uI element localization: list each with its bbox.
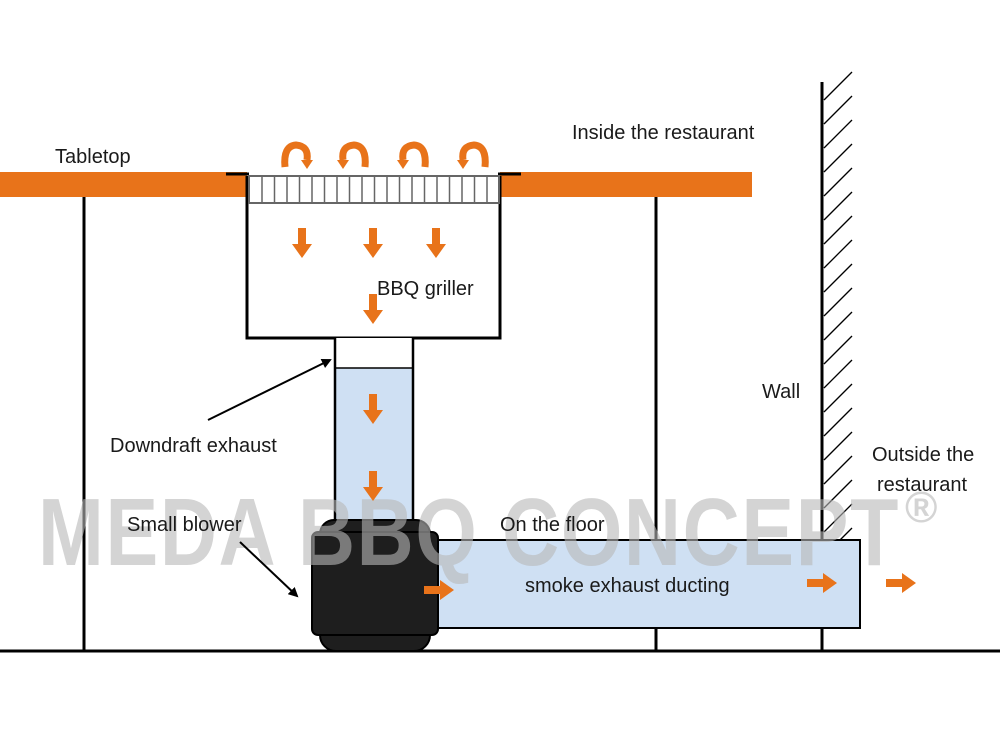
wall-hatch-line — [823, 503, 853, 533]
label-small-blower: Small blower — [127, 514, 242, 536]
grill-grate — [248, 175, 500, 204]
label-smoke-exhaust-ducting: smoke exhaust ducting — [525, 575, 730, 597]
smoke-exhaust-ducting — [419, 539, 861, 629]
wall-hatch-line — [823, 407, 853, 437]
curved-arrow-4 — [459, 141, 489, 168]
label-outside-line1: Outside the — [872, 444, 974, 466]
curved-arrow-heads — [301, 160, 469, 169]
wall-hatch-line — [823, 95, 853, 125]
wall-hatch-line — [823, 263, 853, 293]
label-outside-line2: restaurant — [877, 474, 967, 496]
wall-hatch-line — [823, 119, 853, 149]
small-blower — [311, 519, 439, 652]
flow-arrow-down — [363, 471, 383, 501]
flow-arrow-right — [886, 573, 916, 593]
watermark-text: MEDA BBQ CONCEPT — [38, 479, 900, 586]
label-downdraft-exhaust: Downdraft exhaust — [110, 435, 277, 457]
wall-hatch-line — [823, 239, 853, 269]
flow-arrow-right — [807, 573, 837, 593]
wall-hatch-line — [823, 431, 853, 461]
label-tabletop: Tabletop — [55, 146, 131, 168]
wall-hatch-line — [823, 479, 853, 509]
tabletop-left — [0, 172, 247, 197]
flow-arrow-right — [424, 580, 454, 600]
flow-arrow-down — [292, 228, 312, 258]
tabletop-right — [500, 172, 752, 197]
wall-hatch-line — [823, 287, 853, 317]
flow-arrow-down — [363, 228, 383, 258]
watermark-registered-mark: ® — [905, 483, 937, 532]
wall-hatch-line — [823, 215, 853, 245]
flow-arrows — [292, 228, 916, 600]
curved-arrow-3 — [399, 141, 429, 168]
wall-hatch-line — [823, 167, 853, 197]
label-inside-restaurant: Inside the restaurant — [572, 122, 755, 144]
wall-hatch-line — [823, 359, 853, 389]
wall-hatch-line — [823, 335, 853, 365]
curved-arrow-2 — [339, 141, 369, 168]
downdraft-pointer-arrow — [207, 359, 332, 421]
wall-hatch-line — [823, 383, 853, 413]
wall-hatch-line — [823, 71, 853, 101]
flow-arrow-down — [426, 228, 446, 258]
curved-arrow-1 — [281, 141, 311, 168]
flow-arrow-down — [363, 394, 383, 424]
label-wall: Wall — [762, 381, 800, 403]
curved-airflow-arrows — [281, 141, 489, 168]
downdraft-exhaust-pipe — [333, 338, 415, 538]
label-bbq-griller: BBQ griller — [377, 278, 474, 300]
wall-hatch-line — [823, 311, 853, 341]
wall-hatch-line — [823, 143, 853, 173]
flow-arrow-down — [363, 294, 383, 324]
blower-pointer-arrow — [239, 541, 299, 598]
wall-hatch-line — [823, 455, 853, 485]
wall-hatch-line — [823, 191, 853, 221]
label-on-the-floor: On the floor — [500, 514, 605, 536]
